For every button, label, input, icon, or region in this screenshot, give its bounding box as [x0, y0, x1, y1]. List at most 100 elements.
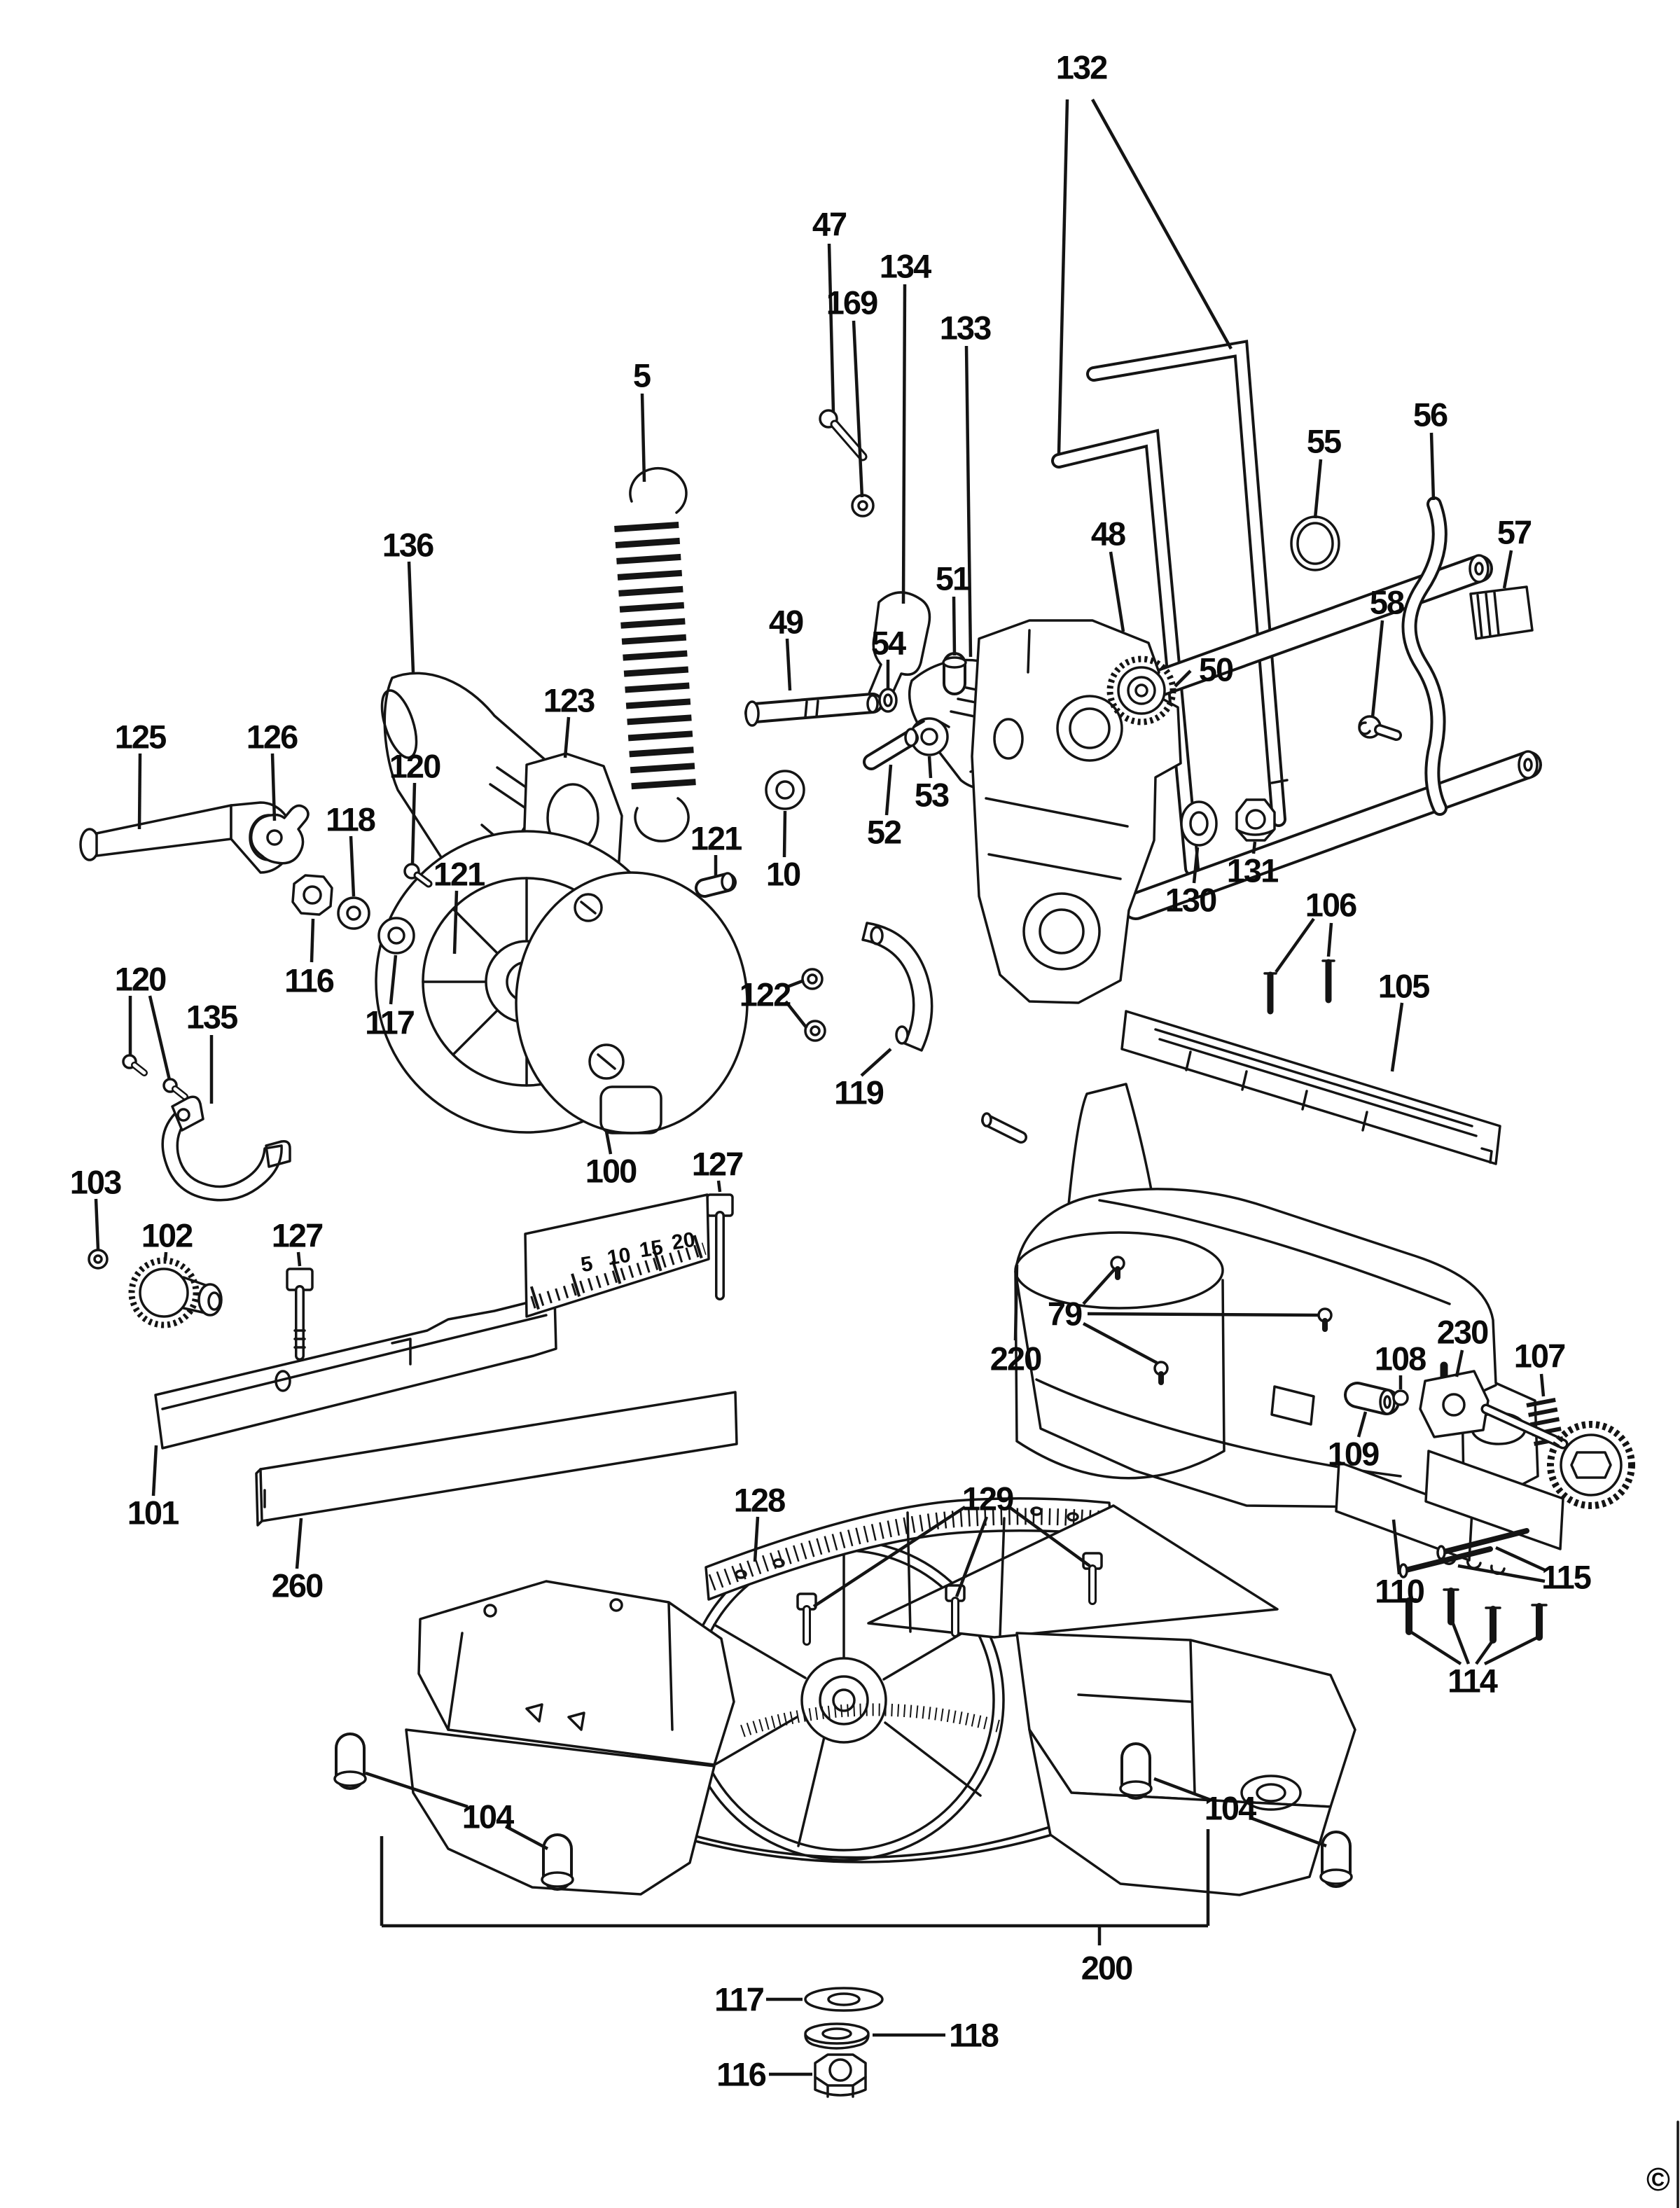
leader-line-57: [1502, 550, 1513, 589]
clamp-230-illustration: [1419, 1361, 1635, 1509]
part-callout-104-right: 104: [1204, 1789, 1256, 1827]
fence-101-illustration: [154, 1296, 557, 1450]
screws-79-illustration: [1110, 1256, 1333, 1385]
bolt-127-left-illustration: [286, 1268, 314, 1361]
part-callout-104-left: 104: [461, 1798, 514, 1835]
leader-line-103: [94, 1198, 100, 1250]
part-callout-114: 114: [1448, 1662, 1498, 1700]
rod-56-illustration: [1401, 497, 1448, 816]
leader-line-129: [1008, 1506, 1091, 1567]
part-callout-118-upper: 118: [326, 800, 376, 838]
copyright-symbol: ©: [1646, 2161, 1670, 2197]
leader-line-131: [1251, 841, 1257, 854]
leader-line-104-right: [1250, 1816, 1327, 1848]
leader-line-58: [1370, 620, 1384, 718]
leader-line-5: [640, 393, 646, 482]
leader-line-49: [785, 638, 792, 691]
part-callout-110: 110: [1375, 1572, 1425, 1610]
leader-line-79: [1082, 1322, 1158, 1364]
ruler-number-15: 15: [637, 1235, 665, 1263]
ruler-number-10: 10: [605, 1243, 632, 1270]
leader-line-115: [1457, 1564, 1546, 1583]
screw-120-upper-illustration: [403, 863, 433, 888]
part-callout-49: 49: [768, 603, 804, 641]
bushing-121-right-illustration: [695, 872, 737, 898]
part-callout-129: 129: [962, 1480, 1014, 1518]
part-callout-58: 58: [1369, 583, 1405, 621]
part-callout-128: 128: [733, 1481, 786, 1519]
part-callout-135: 135: [186, 998, 238, 1036]
part-callout-125: 125: [114, 718, 167, 756]
part-callout-103: 103: [69, 1163, 122, 1201]
leader-line-260: [295, 1518, 303, 1569]
feet-104-illustration: [333, 1733, 1353, 1891]
base-left-pedestal-illustration: [405, 1580, 735, 1896]
pins-114-illustration: [1401, 1588, 1548, 1644]
nut-131-illustration: [1235, 798, 1276, 842]
screw-47-illustration: [819, 409, 868, 461]
leader-line-104-left: [365, 1771, 468, 1809]
kerf-plate-260-illustration: [255, 1391, 738, 1527]
leader-line-169: [852, 320, 864, 498]
pins-106-illustration: [1263, 959, 1335, 1015]
leader-line-116-upper: [310, 918, 315, 963]
pole-illustration: [981, 1112, 1027, 1144]
part-callout-117-bottom: 117: [714, 1980, 765, 2018]
leader-line-129: [954, 1516, 989, 1597]
part-callout-100: 100: [585, 1152, 637, 1190]
leader-line-130: [1192, 847, 1200, 884]
leader-line-125: [137, 753, 142, 830]
part-callout-122: 122: [739, 975, 791, 1013]
part-callout-109: 109: [1327, 1435, 1380, 1473]
part-callout-56: 56: [1412, 396, 1448, 433]
leader-line-101: [151, 1445, 158, 1497]
leader-line-79: [1087, 1312, 1319, 1317]
nuts-122-illustration: [801, 968, 826, 1042]
part-callout-79: 79: [1047, 1295, 1083, 1333]
spring-5-illustration: [614, 466, 696, 842]
cover-disc-100-illustration: [515, 871, 749, 1134]
leader-line-115: [1495, 1546, 1546, 1572]
leader-line-114: [1409, 1630, 1462, 1665]
plates-110-illustration: [1335, 1450, 1564, 1575]
part-callout-220: 220: [990, 1340, 1042, 1377]
pin-49-illustration: [744, 693, 883, 727]
knob-102-illustration: [128, 1257, 223, 1328]
part-callout-102: 102: [141, 1216, 193, 1254]
leader-line-48: [1109, 551, 1125, 632]
leader-line-128: [753, 1516, 760, 1562]
part-callout-101: 101: [127, 1494, 179, 1532]
sleeve-109-illustration: [1344, 1382, 1400, 1415]
part-callout-53: 53: [914, 776, 950, 814]
part-callout-51: 51: [935, 560, 971, 597]
leader-line-118-upper: [349, 835, 356, 897]
part-callout-126: 126: [246, 718, 298, 756]
leader-line-107: [1539, 1373, 1546, 1397]
leader-line-122: [785, 978, 805, 990]
leader-line-53: [927, 756, 933, 779]
clamp-134-illustration: [867, 591, 931, 710]
washer-54-illustration: [878, 688, 898, 713]
kerf-plate-105-illustration: [1120, 1010, 1501, 1165]
part-callout-54: 54: [870, 624, 906, 662]
leader-line-132: [1091, 98, 1233, 350]
screw-58-illustration: [1358, 715, 1402, 741]
part-callout-50: 50: [1198, 651, 1234, 688]
part-callout-133: 133: [939, 309, 992, 347]
leader-line-47: [827, 243, 835, 412]
leader-line-122: [784, 1000, 808, 1029]
leader-line-220: [1013, 1264, 1019, 1341]
nut-116-bottom-illustration: [814, 2053, 867, 2098]
leader-lines: [94, 98, 1546, 2076]
washer-103-illustration: [88, 1249, 109, 1270]
washer-10-illustration: [765, 770, 805, 810]
washer-130-illustration: [1180, 800, 1218, 847]
part-callout-106: 106: [1305, 886, 1357, 924]
part-callout-116-upper: 116: [284, 961, 335, 999]
pin-51-illustration: [942, 652, 967, 695]
part-callout-132: 132: [1055, 48, 1108, 86]
part-callout-115: 115: [1541, 1558, 1592, 1596]
blade-guard-119-illustration: [861, 922, 933, 1052]
part-callout-136: 136: [382, 526, 434, 564]
